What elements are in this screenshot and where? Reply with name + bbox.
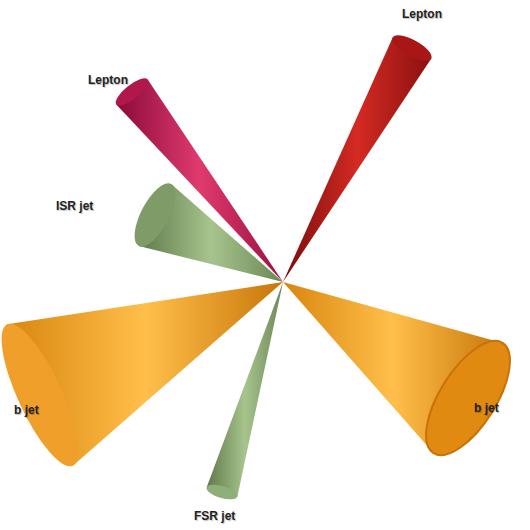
part-label: ISR jet	[56, 200, 93, 213]
lepton-cone	[283, 37, 431, 282]
b-jet-cone-mouth	[410, 328, 527, 468]
isr-jet-cone-mouth	[126, 177, 183, 252]
fsr-jet-cone-mouth	[205, 482, 239, 502]
part-label: Lepton	[402, 8, 442, 21]
part-label: FSR jet	[194, 510, 235, 523]
part-label: Lepton	[88, 74, 128, 87]
fsr-jet-cone	[207, 282, 283, 497]
lepton-cone-mouth	[389, 30, 435, 65]
part-label: b jet	[474, 402, 499, 415]
lepton-cone	[116, 80, 283, 282]
part-label: b jet	[14, 404, 39, 417]
b-jet-cone-mouth	[0, 315, 93, 475]
